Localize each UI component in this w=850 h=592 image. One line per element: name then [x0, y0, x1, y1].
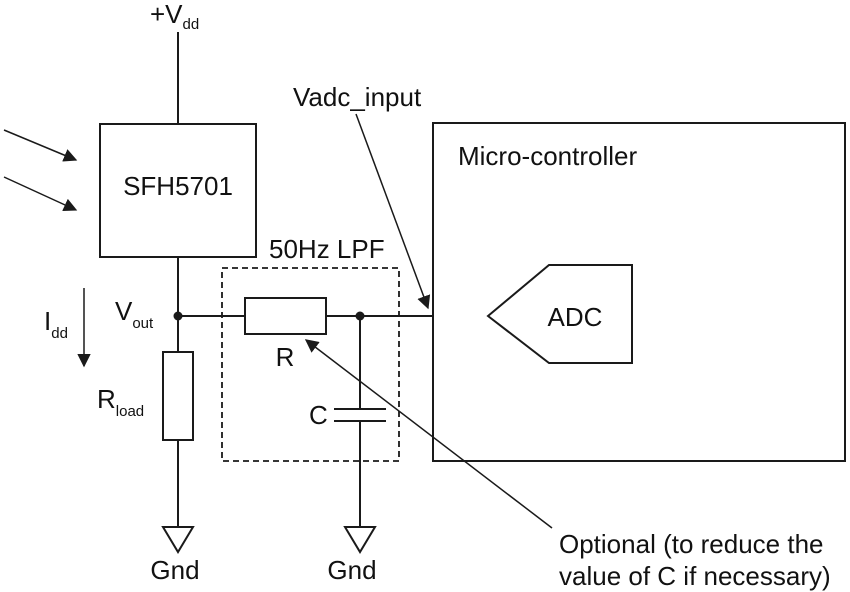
adc-block [486, 264, 633, 364]
ground-left-icon [161, 526, 195, 554]
current-label: Idd [44, 306, 68, 342]
vout-label: Vout [115, 296, 154, 332]
light-arrow-icon [3, 129, 78, 162]
ground-mid-icon [343, 526, 377, 554]
load-resistor [162, 351, 194, 441]
lpf-boundary [221, 267, 400, 462]
sensor-label: SFH5701 [123, 171, 233, 201]
ground-left-label: Gnd [150, 555, 199, 585]
supply-label: +Vdd [150, 0, 199, 33]
adc-label: ADC [548, 302, 603, 332]
note-line-1: Optional (to reduce the [559, 529, 824, 559]
adc-input-label: Vadc_input [293, 82, 422, 112]
lpf-label: 50Hz LPF [269, 234, 385, 264]
filter-resistor [244, 297, 327, 335]
light-arrow-icon [3, 176, 78, 212]
note-pointer-icon [304, 339, 553, 529]
adc-input-pointer-icon [355, 113, 431, 310]
capacitor-label: C [309, 400, 328, 430]
mcu-label: Micro-controller [458, 141, 637, 171]
note-line-2: value of C if necessary) [559, 561, 831, 591]
ground-mid-label: Gnd [327, 555, 376, 585]
load-resistor-label: Rload [97, 384, 144, 420]
resistor-label: R [276, 342, 295, 372]
mcu-box [432, 122, 846, 462]
